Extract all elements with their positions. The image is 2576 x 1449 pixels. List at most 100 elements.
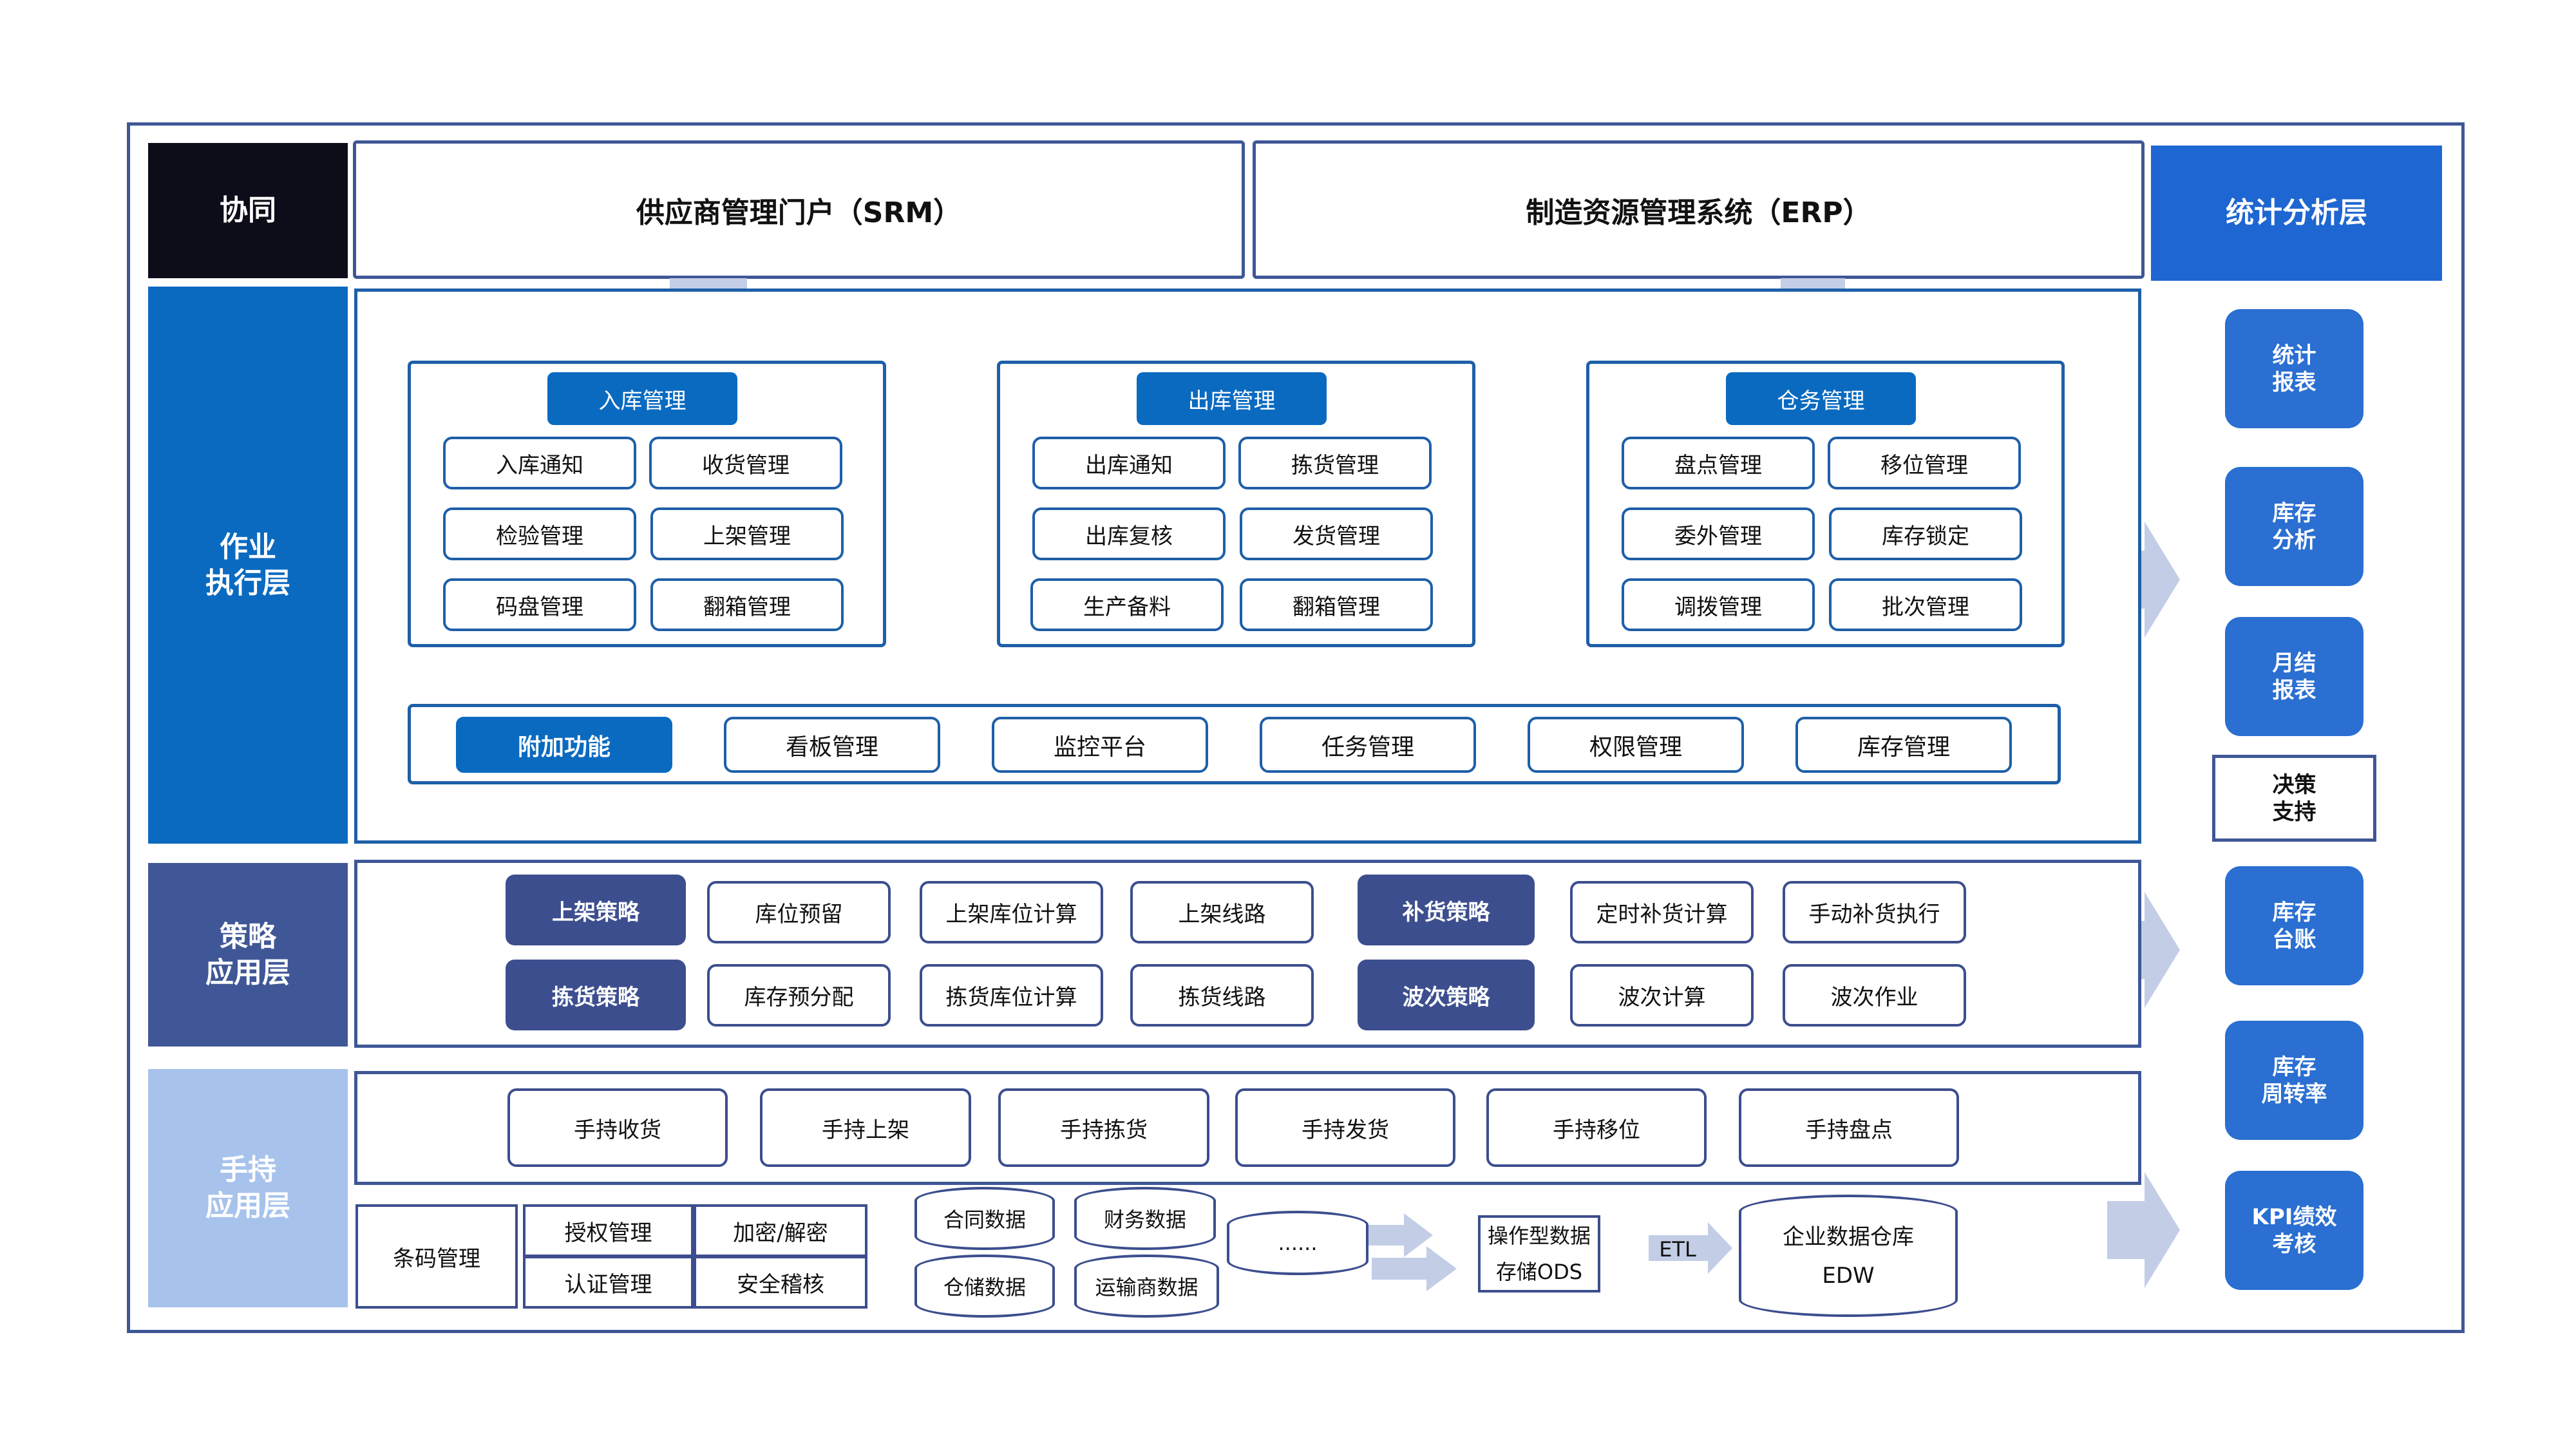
cyl-to-ods-arrow-1 (1351, 1213, 1433, 1257)
item-label: ...... (1278, 1231, 1318, 1255)
inbound-notice[interactable]: 入库通知 (443, 437, 636, 489)
warehouse-transfer[interactable]: 调拨管理 (1622, 578, 1815, 631)
outer-frame (127, 122, 2465, 1333)
item-label: 手持上架 (822, 1117, 909, 1143)
stats-ledger[interactable]: 库存 台账 (2225, 866, 2363, 985)
item-label: 运输商数据 (1095, 1275, 1198, 1300)
outbound-picking[interactable]: 拣货管理 (1238, 437, 1432, 489)
outbound-review[interactable]: 出库复核 (1032, 507, 1226, 560)
item-label: KPI绩效 考核 (2251, 1204, 2337, 1257)
outbound-shipping[interactable]: 发货管理 (1240, 507, 1433, 560)
handheld-picking[interactable]: 手持拣货 (998, 1088, 1209, 1167)
item-label: 合同数据 (943, 1208, 1026, 1232)
inbound-palletizing[interactable]: 码盘管理 (443, 578, 636, 631)
module-warehouse-title[interactable]: 仓务管理 (1726, 372, 1916, 425)
strategy-replenish-title[interactable]: 补货策略 (1358, 875, 1535, 945)
module-inbound-title[interactable]: 入库管理 (547, 372, 737, 425)
inbound-inspection[interactable]: 检验管理 (443, 507, 636, 560)
warehouse-outsourcing[interactable]: 委外管理 (1622, 507, 1815, 560)
item-label: 生产备料 (1083, 594, 1171, 620)
infra-auth[interactable]: 授权管理 (523, 1204, 694, 1257)
strategy-wave-title[interactable]: 波次策略 (1358, 960, 1535, 1030)
item-label: 手持拣货 (1060, 1117, 1148, 1143)
module-inbound-title-label: 入库管理 (598, 388, 687, 414)
strategy-putaway-route[interactable]: 上架线路 (1130, 881, 1314, 943)
handheld-shipping[interactable]: 手持发货 (1235, 1088, 1455, 1167)
db-warehouse[interactable]: 仓储数据 (914, 1255, 1055, 1318)
strategy-pick-route[interactable]: 拣货线路 (1130, 964, 1314, 1027)
inbound-putaway[interactable]: 上架管理 (650, 507, 844, 560)
handheld-receiving[interactable]: 手持收货 (507, 1088, 728, 1167)
infra-crypto[interactable]: 加密/解密 (694, 1204, 867, 1257)
addon-monitoring[interactable]: 监控平台 (992, 717, 1208, 773)
db-contract[interactable]: 合同数据 (914, 1187, 1055, 1250)
addon-permissions[interactable]: 权限管理 (1528, 717, 1744, 773)
item-label: 财务数据 (1103, 1208, 1186, 1232)
warehouse-batch[interactable]: 批次管理 (1829, 578, 2022, 631)
stats-monthly[interactable]: 月结 报表 (2225, 617, 2363, 736)
db-finance[interactable]: 财务数据 (1074, 1187, 1216, 1250)
outbound-notice[interactable]: 出库通知 (1032, 437, 1226, 489)
item-label: 手持盘点 (1805, 1117, 1893, 1143)
inbound-receiving[interactable]: 收货管理 (649, 437, 842, 489)
db-more[interactable]: ...... (1227, 1211, 1368, 1275)
item-label: 补货策略 (1402, 899, 1490, 925)
strategy-wave-calc[interactable]: 波次计算 (1570, 964, 1754, 1027)
inbound-rebox[interactable]: 翻箱管理 (650, 578, 844, 631)
handheld-stocktake[interactable]: 手持盘点 (1739, 1088, 1959, 1167)
edw-line2: EDW (1822, 1263, 1875, 1289)
strategy-scheduled-replenish[interactable]: 定时补货计算 (1570, 881, 1754, 943)
warehouse-stocktake[interactable]: 盘点管理 (1622, 437, 1815, 489)
item-label: 码盘管理 (496, 594, 583, 620)
addon-tasks[interactable]: 任务管理 (1260, 717, 1476, 773)
infra-cert[interactable]: 认证管理 (523, 1256, 694, 1309)
srm-label: 供应商管理门户（SRM） (636, 196, 962, 229)
ods-box[interactable]: 操作型数据 存储ODS (1478, 1215, 1600, 1293)
erp-label: 制造资源管理系统（ERP） (1526, 196, 1871, 229)
db-edw[interactable]: 企业数据仓库 EDW (1739, 1195, 1958, 1317)
outbound-production-prep[interactable]: 生产备料 (1030, 578, 1224, 631)
strategy-location-reserve[interactable]: 库位预留 (707, 881, 891, 943)
item-label: 手动补货执行 (1808, 902, 1940, 927)
addon-title[interactable]: 附加功能 (456, 717, 672, 773)
stats-decision[interactable]: 决策 支持 (2212, 755, 2376, 842)
addon-dashboard[interactable]: 看板管理 (724, 717, 940, 773)
handheld-putaway[interactable]: 手持上架 (760, 1088, 971, 1167)
item-label: 收货管理 (702, 452, 790, 478)
cyl-to-ods-arrow-2 (1372, 1246, 1457, 1291)
item-label: 看板管理 (785, 734, 878, 761)
db-carrier[interactable]: 运输商数据 (1074, 1255, 1219, 1318)
item-label: 翻箱管理 (703, 594, 791, 620)
item-label: 拣货管理 (1291, 452, 1379, 478)
handheld-relocation[interactable]: 手持移位 (1486, 1088, 1707, 1167)
infra-barcode[interactable]: 条码管理 (355, 1204, 518, 1309)
layer-handheld: 手持 应用层 (148, 1069, 348, 1307)
strategy-wave-job[interactable]: 波次作业 (1783, 964, 1966, 1027)
module-outbound-title[interactable]: 出库管理 (1137, 372, 1327, 425)
item-label: 入库通知 (496, 452, 583, 478)
outbound-rebox[interactable]: 翻箱管理 (1240, 578, 1433, 631)
stats-report[interactable]: 统计 报表 (2225, 309, 2363, 428)
warehouse-stock-lock[interactable]: 库存锁定 (1829, 507, 2022, 560)
strategy-preallocation[interactable]: 库存预分配 (707, 964, 891, 1027)
strategy-manual-replenish[interactable]: 手动补货执行 (1783, 881, 1966, 943)
item-label: 调拨管理 (1674, 594, 1762, 620)
stats-inventory-analysis[interactable]: 库存 分析 (2225, 467, 2363, 586)
etl-label: ETL (1649, 1233, 1707, 1265)
strategy-pick-location-calc[interactable]: 拣货库位计算 (920, 964, 1103, 1027)
item-label: 库存 分析 (2272, 500, 2316, 553)
warehouse-relocation[interactable]: 移位管理 (1828, 437, 2021, 489)
addon-inventory[interactable]: 库存管理 (1795, 717, 2012, 773)
item-label: 拣货库位计算 (945, 985, 1077, 1010)
stats-kpi[interactable]: KPI绩效 考核 (2225, 1171, 2363, 1290)
etl-arrow (1649, 1222, 1732, 1274)
strategy-putaway-title[interactable]: 上架策略 (506, 875, 686, 945)
strategy-putaway-location-calc[interactable]: 上架库位计算 (920, 881, 1103, 943)
item-label: 库存 台账 (2272, 899, 2316, 952)
item-label: 统计 报表 (2272, 342, 2316, 395)
stats-turnover[interactable]: 库存 周转率 (2225, 1021, 2363, 1140)
strategy-picking-title[interactable]: 拣货策略 (506, 960, 686, 1030)
item-label: 仓储数据 (943, 1275, 1026, 1300)
item-label: 手持收货 (574, 1117, 661, 1143)
infra-audit[interactable]: 安全稽核 (694, 1256, 867, 1309)
